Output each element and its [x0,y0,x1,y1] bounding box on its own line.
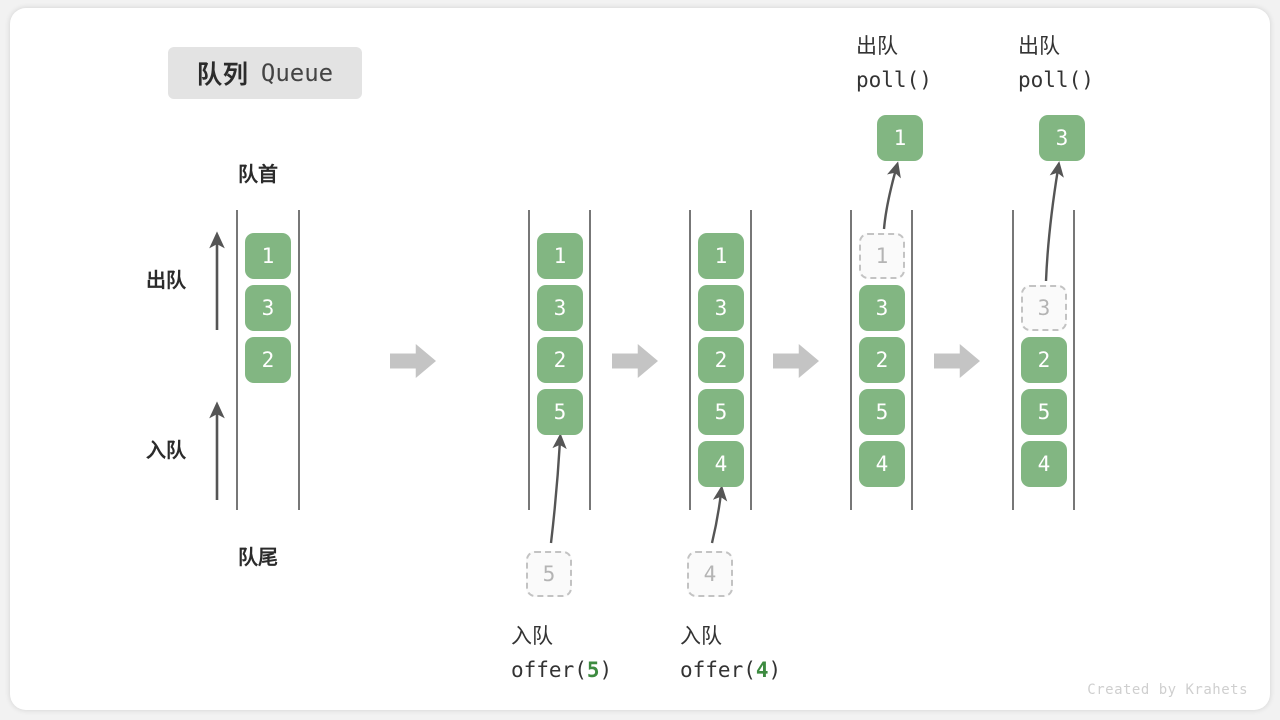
queue-cell: 2 [1021,337,1067,383]
incoming-element-ghost: 5 [526,551,572,597]
queue-cell: 3 [245,285,291,331]
operation-label-code: poll() [856,68,932,92]
queue-cell: 3 [859,285,905,331]
incoming-element-ghost: 4 [687,551,733,597]
queue-tail-label: 队尾 [238,547,278,569]
operation-label-chinese: 出队 [856,35,898,58]
queue-cell: 5 [1021,389,1067,435]
dequeued-element: 1 [877,115,923,161]
operation-label-code: poll() [1018,68,1094,92]
queue-head-label: 队首 [238,164,278,186]
queue-cell: 5 [698,389,744,435]
operation-label: 入队 offer(5) [511,620,612,682]
queue-cell: 3 [537,285,583,331]
queue-cell: 4 [859,441,905,487]
queue-cell: 1 [245,233,291,279]
queue-cell-ghost: 3 [1021,285,1067,331]
operation-label-chinese: 入队 [680,625,722,648]
operation-label: 出队 poll() [1018,30,1094,92]
operation-label-code: offer(5) [511,658,613,682]
queue-cell: 2 [859,337,905,383]
title-badge: 队列 Queue [168,47,362,99]
dequeued-element: 3 [1039,115,1085,161]
queue-cell: 2 [537,337,583,383]
operation-label-code: offer(4) [680,658,782,682]
title-english: Queue [260,59,334,87]
queue-cell-ghost: 1 [859,233,905,279]
operation-label: 入队 offer(4) [680,620,781,682]
queue-cell: 5 [537,389,583,435]
queue-cell: 1 [698,233,744,279]
queue-cell: 2 [245,337,291,383]
operation-label-chinese: 入队 [511,625,553,648]
watermark: Created by Krahets [1087,682,1248,698]
operation-label-chinese: 出队 [1018,35,1060,58]
queue-cell: 5 [859,389,905,435]
dequeue-direction-label: 出队 [146,270,186,292]
operation-label: 出队 poll() [856,30,932,92]
enqueue-direction-label: 入队 [146,440,186,462]
queue-cell: 4 [698,441,744,487]
queue-cell: 4 [1021,441,1067,487]
title-chinese: 队列 [196,61,249,89]
queue-cell: 2 [698,337,744,383]
queue-cell: 1 [537,233,583,279]
queue-cell: 3 [698,285,744,331]
